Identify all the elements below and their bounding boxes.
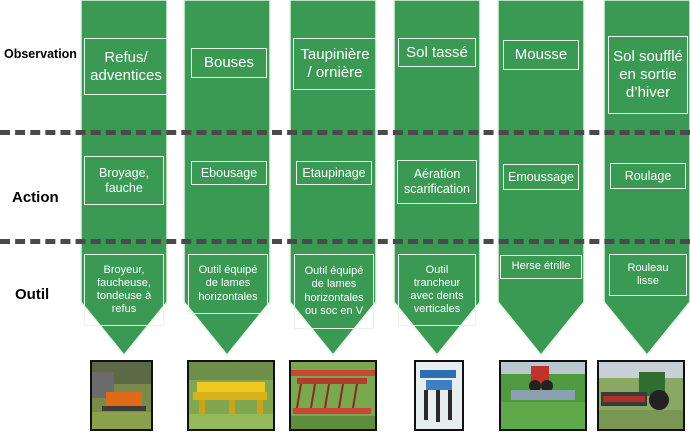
row-label-outil: Outil	[15, 286, 50, 303]
row-label-observation: Observation	[4, 47, 77, 61]
action-text: Emoussage	[507, 169, 574, 184]
outil-box: Rouleau lisse	[609, 254, 687, 296]
observation-text: Sol soufflé en sortie d’hiver	[613, 48, 683, 101]
action-box: Broyage, fauche	[84, 156, 164, 205]
observation-box: Mousse	[503, 40, 579, 70]
herse-photo	[499, 360, 587, 431]
ebouseuse-photo	[187, 360, 275, 431]
observation-text: Sol tassé	[406, 43, 468, 61]
arrow-column-2	[183, 0, 271, 357]
outil-text: Herse étrille	[511, 260, 571, 273]
action-text: Roulage	[624, 168, 672, 183]
arrow-column-6	[603, 0, 690, 357]
aerateur-photo	[414, 360, 464, 431]
observation-text: Mousse	[514, 46, 568, 63]
dashed-separator-bottom	[0, 239, 690, 244]
broyeur-photo	[90, 360, 153, 431]
outil-box: Outil équipé de lames horizontales	[188, 254, 268, 314]
observation-text: Bouses	[203, 54, 255, 71]
etaupineuse-photo	[289, 360, 377, 431]
arrow-column-5	[497, 0, 585, 357]
row-label-action: Action	[12, 189, 59, 206]
dashed-separator-top	[0, 130, 690, 135]
action-box: Roulage	[610, 163, 686, 189]
action-box: Aération scarification	[397, 160, 477, 204]
outil-text: Outil trancheur avec dents verticales	[410, 263, 464, 316]
arrow-column-4	[393, 0, 481, 357]
rouleau-photo	[597, 360, 685, 431]
outil-box: Herse étrille	[500, 255, 582, 279]
action-box: Etaupinage	[296, 161, 372, 185]
outil-box: Outil équipé de lames horizontales ou so…	[294, 254, 374, 329]
outil-box: Broyeur, faucheuse, tondeuse à refus	[84, 254, 164, 326]
outil-text: Broyeur, faucheuse, tondeuse à refus	[96, 263, 152, 316]
action-text: Ebousage	[200, 165, 258, 180]
outil-text: Rouleau lisse	[627, 261, 669, 287]
observation-text: Refus/ adventices	[90, 48, 162, 84]
action-box: Ebousage	[191, 161, 267, 185]
observation-box: Sol tassé	[398, 38, 476, 67]
observation-box: Bouses	[191, 48, 267, 78]
action-box: Emoussage	[503, 164, 579, 190]
arrow-column-1	[80, 0, 168, 357]
outil-box: Outil trancheur avec dents verticales	[398, 254, 476, 326]
observation-text: Taupinière / ornière	[300, 46, 370, 81]
action-text: Etaupinage	[302, 165, 366, 180]
outil-text: Outil équipé de lames horizontales ou so…	[304, 265, 364, 317]
observation-box: Sol soufflé en sortie d’hiver	[608, 36, 688, 114]
observation-box: Refus/ adventices	[84, 38, 168, 95]
observation-box: Taupinière / ornière	[293, 38, 377, 90]
action-text: Broyage, fauche	[98, 165, 150, 195]
outil-text: Outil équipé de lames horizontales	[198, 264, 258, 303]
action-text: Aération scarification	[404, 167, 470, 196]
